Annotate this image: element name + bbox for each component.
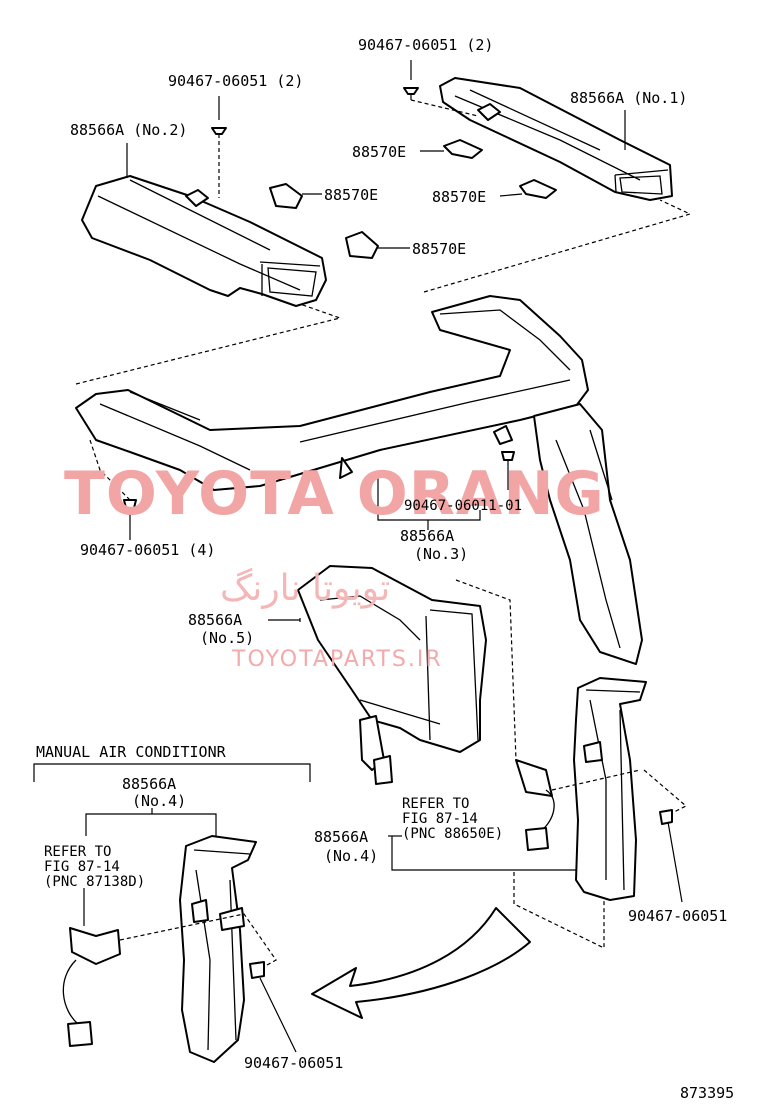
- bolt-left-top: [211, 96, 227, 198]
- sensor-right: [515, 759, 555, 851]
- bolt-bottom-left: [249, 961, 297, 1053]
- duct-no2: [81, 175, 327, 307]
- watermark-arabic: تويوتا نارنگ: [220, 567, 390, 609]
- label-duct-no4-left: 88566A: [122, 775, 176, 793]
- manual-ac-bracket: [33, 763, 311, 836]
- label-duct-no4-right: 88566A: [314, 828, 368, 846]
- bolt-left-bottom: [123, 499, 137, 540]
- label-clip-right-a: 88570E: [352, 143, 406, 161]
- watermark-small: TOYOTAPARTS.IR: [231, 647, 443, 672]
- label-duct-no5: 88566A: [188, 611, 242, 629]
- label-duct-no4-right-sub: (No.4): [324, 847, 378, 865]
- bolt-center: [501, 451, 515, 490]
- bolt-bottom-right: [659, 809, 683, 903]
- label-refer-right-2: FIG 87-14: [402, 811, 478, 827]
- bolt-top: [403, 60, 419, 100]
- label-duct-no2: 88566A (No.2): [70, 121, 187, 139]
- label-refer-left-2: FIG 87-14: [44, 859, 120, 875]
- label-bolt-left-bottom: 90467-06051 (4): [80, 541, 215, 559]
- duct-no5: [268, 565, 487, 785]
- label-duct-no3: 88566A: [400, 527, 454, 545]
- label-clip-right-b: 88570E: [432, 188, 486, 206]
- transition-arrow: [311, 907, 531, 1019]
- clip-88570e-left-b: [345, 231, 410, 259]
- label-duct-no5-sub: (No.5): [200, 629, 254, 647]
- label-duct-no3-sub: (No.3): [414, 545, 468, 563]
- clip-88570e-right-a: [420, 139, 483, 159]
- label-bolt-left-top: 90467-06051 (2): [168, 72, 303, 90]
- label-duct-no4-left-sub: (No.4): [132, 792, 186, 810]
- duct-no4-right: [573, 677, 647, 901]
- watermark-main: TOYOTA ORANG: [64, 459, 605, 529]
- label-figure-number: 873395: [680, 1084, 734, 1102]
- duct-no1: [439, 77, 673, 201]
- label-bolt-top: 90467-06051 (2): [358, 36, 493, 54]
- duct-no3: [75, 295, 643, 665]
- label-refer-left-1: REFER TO: [44, 844, 111, 860]
- label-clip-left-a: 88570E: [324, 186, 378, 204]
- label-refer-right-1: REFER TO: [402, 796, 469, 812]
- label-bolt-center: 90467-06011-01: [404, 498, 522, 514]
- clip-88570e-left-a: [269, 183, 322, 209]
- label-bolt-bottom-left: 90467-06051: [244, 1054, 343, 1072]
- sensor-left: [62, 888, 121, 1047]
- clip-88570e-right-b: [499, 179, 557, 199]
- duct-no4-left: [179, 835, 257, 1063]
- label-duct-no1: 88566A (No.1): [570, 89, 687, 107]
- label-refer-left-3: (PNC 87138D): [44, 874, 145, 890]
- label-refer-right-3: (PNC 88650E): [402, 826, 503, 842]
- label-manual-ac: MANUAL AIR CONDITIONR: [36, 743, 227, 761]
- label-bolt-bottom-right: 90467-06051: [628, 907, 727, 925]
- label-clip-left-b: 88570E: [412, 240, 466, 258]
